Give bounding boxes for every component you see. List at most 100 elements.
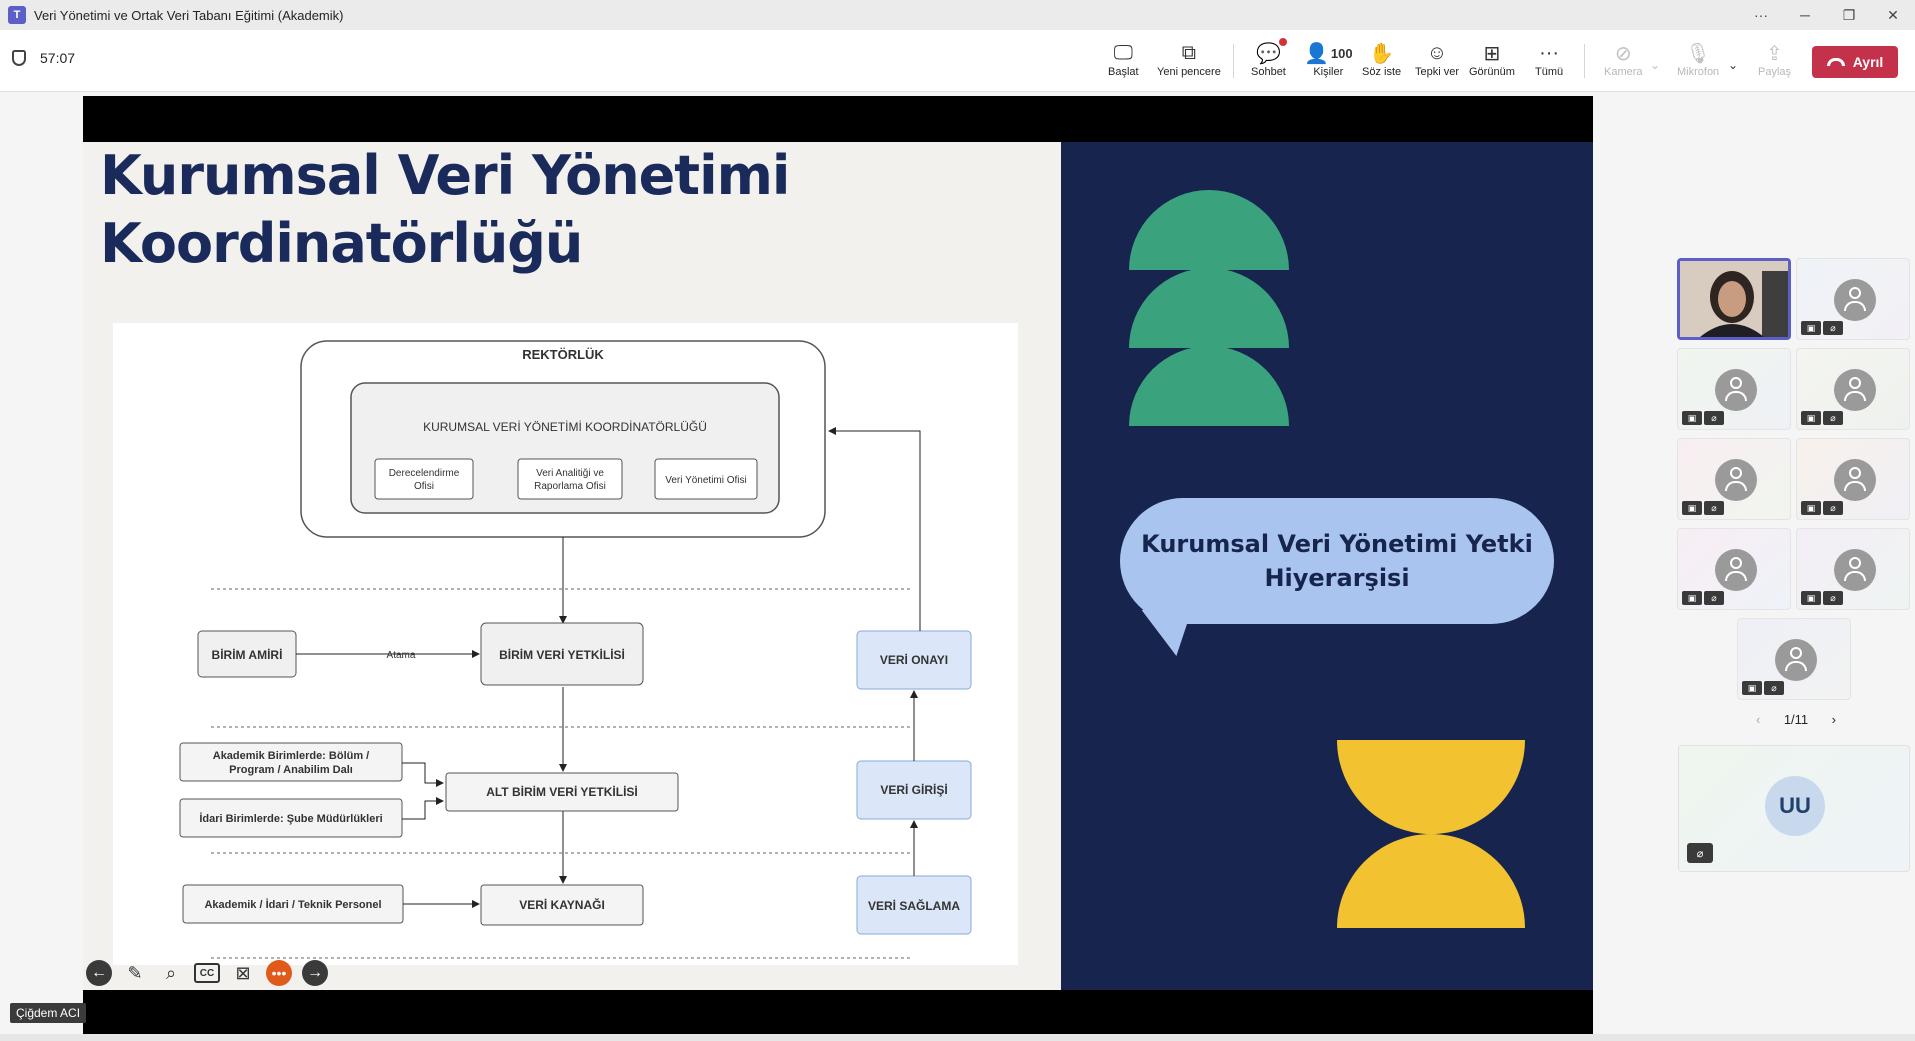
camera-off-icon: ▣ — [1801, 501, 1821, 515]
leave-button[interactable]: Ayrıl — [1812, 46, 1898, 78]
person-icon — [1834, 459, 1876, 501]
chevron-down-icon: ⌄ — [1728, 58, 1739, 72]
new-window-button[interactable]: ⧉ Yeni pencere — [1157, 40, 1221, 79]
participant-tile[interactable]: ▣⌀ — [1737, 618, 1851, 700]
react-label: Tepki ver — [1415, 66, 1460, 78]
toolbar-divider — [1584, 44, 1585, 78]
view-button[interactable]: ⊞ Görünüm — [1469, 40, 1515, 79]
mic-off-icon: ⌀ — [1764, 681, 1784, 695]
zoom-icon[interactable]: ⌕ — [165, 962, 177, 983]
camera-off-icon: ▣ — [1742, 681, 1762, 695]
mic-button[interactable]: 🎙 Mikrofon — [1677, 40, 1719, 79]
birim-veri-yetkilisi-label: BİRİM VERİ YETKİLİSİ — [499, 647, 625, 662]
toolbar-divider — [1233, 44, 1234, 78]
org-diagram: REKTÖRLÜK KURUMSAL VERİ YÖNETİMİ KOORDİN… — [113, 323, 1018, 965]
captions-icon[interactable]: CC — [194, 963, 220, 983]
monitor-icon: 🖵 — [1113, 41, 1133, 64]
close-button[interactable]: ✕ — [1887, 6, 1899, 23]
more-options-icon[interactable]: ··· — [1754, 7, 1768, 23]
participant-tile[interactable]: ▣⌀ — [1796, 348, 1910, 430]
participant-tile[interactable]: ▣⌀ — [1677, 348, 1791, 430]
participant-tile[interactable]: ▣⌀ — [1796, 528, 1910, 610]
birim-amiri-label: BİRİM AMİRİ — [212, 647, 283, 662]
mic-off-icon: ⌀ — [1704, 411, 1724, 425]
next-slide-icon[interactable]: → — [302, 960, 328, 986]
veri-kaynagi-label: VERİ KAYNAĞI — [519, 897, 605, 912]
person-icon — [1834, 369, 1876, 411]
mic-off-icon: ⌀ — [1823, 411, 1843, 425]
avatar: UU — [1765, 776, 1825, 836]
more-button[interactable]: ··· Tümü — [1535, 40, 1563, 79]
chevron-right-icon[interactable]: › — [1831, 712, 1836, 727]
raise-hand-label: Söz iste — [1362, 66, 1402, 78]
gallery-pager: ‹ 1/11 › — [1756, 712, 1836, 727]
yellow-semicircle-bottom — [1337, 834, 1525, 928]
share-button[interactable]: ⇪ Paylaş — [1758, 40, 1791, 79]
arrow-onay-rektorluk — [828, 427, 921, 631]
more-icon: ··· — [1539, 41, 1560, 64]
pen-icon[interactable]: ✎ — [127, 962, 143, 983]
arrow-akademik-alt — [402, 762, 444, 787]
rektorluk-label: REKTÖRLÜK — [522, 347, 604, 362]
more-options-icon[interactable]: ••• — [266, 960, 292, 986]
person-icon — [1834, 549, 1876, 591]
chat-icon: 💬 — [1256, 38, 1287, 66]
presenter-controls: ← ✎ ⌕ CC ⊠ ••• → — [86, 960, 328, 986]
smiley-icon: ☺ — [1426, 41, 1448, 64]
participant-tile[interactable]: ▣⌀ — [1677, 438, 1791, 520]
arrow-idari-alt — [402, 797, 444, 820]
veri-saglama-label: VERİ SAĞLAMA — [868, 898, 960, 913]
presenter-name-tag: Çiğdem ACI — [10, 1003, 87, 1023]
minimize-button[interactable]: ─ — [1800, 7, 1810, 23]
react-button[interactable]: ☺ Tepki ver — [1415, 40, 1460, 79]
raise-hand-button[interactable]: ✋ Söz iste — [1362, 40, 1402, 79]
camera-off-icon: ▣ — [1801, 591, 1821, 605]
self-view-tile[interactable]: UU ⌀ — [1678, 745, 1910, 872]
personel-label: Akademik / İdari / Teknik Personel — [204, 898, 381, 911]
camera-button[interactable]: ⊘ Kamera — [1604, 40, 1643, 79]
yellow-semicircle-top — [1337, 740, 1525, 834]
camera-off-icon: ▣ — [1682, 411, 1702, 425]
start-label: Başlat — [1108, 66, 1139, 78]
participant-status: ▣⌀ — [1682, 591, 1724, 605]
people-button[interactable]: 👤100 Kişiler — [1304, 40, 1353, 79]
camera-off-icon: ▣ — [1801, 321, 1821, 335]
green-semicircle-3 — [1129, 346, 1289, 426]
camera-off-icon: ▣ — [1801, 411, 1821, 425]
office1-label-1: Derecelendirme — [389, 468, 460, 479]
person-icon — [1775, 639, 1817, 681]
participant-tile[interactable]: ▣⌀ — [1677, 528, 1791, 610]
mic-off-icon: 🎙 — [1685, 42, 1711, 65]
office2-box — [517, 458, 623, 500]
bottom-border — [0, 1034, 1915, 1041]
participant-status: ▣⌀ — [1801, 411, 1843, 425]
notification-dot — [1278, 38, 1287, 46]
participant-tile[interactable]: ▣⌀ — [1796, 258, 1910, 340]
grid-icon: ⊞ — [1483, 42, 1501, 65]
camera-off-icon: ▣ — [1682, 501, 1702, 515]
shield-icon — [12, 50, 26, 66]
view-label: Görünüm — [1469, 66, 1515, 78]
chevron-left-icon[interactable]: ‹ — [1756, 712, 1761, 727]
chat-button[interactable]: 💬 Sohbet — [1251, 38, 1287, 78]
akademik-label-2: Program / Anabilim Dalı — [229, 764, 353, 776]
participant-tile-video[interactable] — [1677, 258, 1791, 340]
alt-birim-label: ALT BİRİM VERİ YETKİLİSİ — [486, 784, 638, 799]
restore-button[interactable]: ❐ — [1842, 6, 1856, 23]
window-titlebar: T Veri Yönetimi ve Ortak Veri Tabanı Eği… — [0, 0, 1915, 30]
teams-icon: T — [8, 6, 26, 24]
new-window-label: Yeni pencere — [1157, 66, 1221, 78]
mic-off-icon: ⌀ — [1687, 843, 1713, 863]
camera-options-chevron[interactable]: ⌄ — [1650, 52, 1660, 78]
start-button[interactable]: 🖵 Başlat — [1108, 40, 1139, 79]
previous-slide-icon[interactable]: ← — [86, 960, 112, 986]
veri-kaynagi-box — [480, 884, 644, 926]
people-count: 100 — [1330, 45, 1353, 61]
participant-tile[interactable]: ▣⌀ — [1796, 438, 1910, 520]
video-off-icon[interactable]: ⊠ — [235, 962, 251, 983]
camera-label: Kamera — [1604, 66, 1643, 78]
mic-options-chevron[interactable]: ⌄ — [1728, 52, 1738, 78]
veri-onayi-label: VERİ ONAYI — [880, 652, 948, 667]
hand-icon: ✋ — [1369, 42, 1395, 65]
kvyk-label: KURUMSAL VERİ YÖNETİMİ KOORDİNATÖRLÜĞÜ — [423, 419, 707, 434]
